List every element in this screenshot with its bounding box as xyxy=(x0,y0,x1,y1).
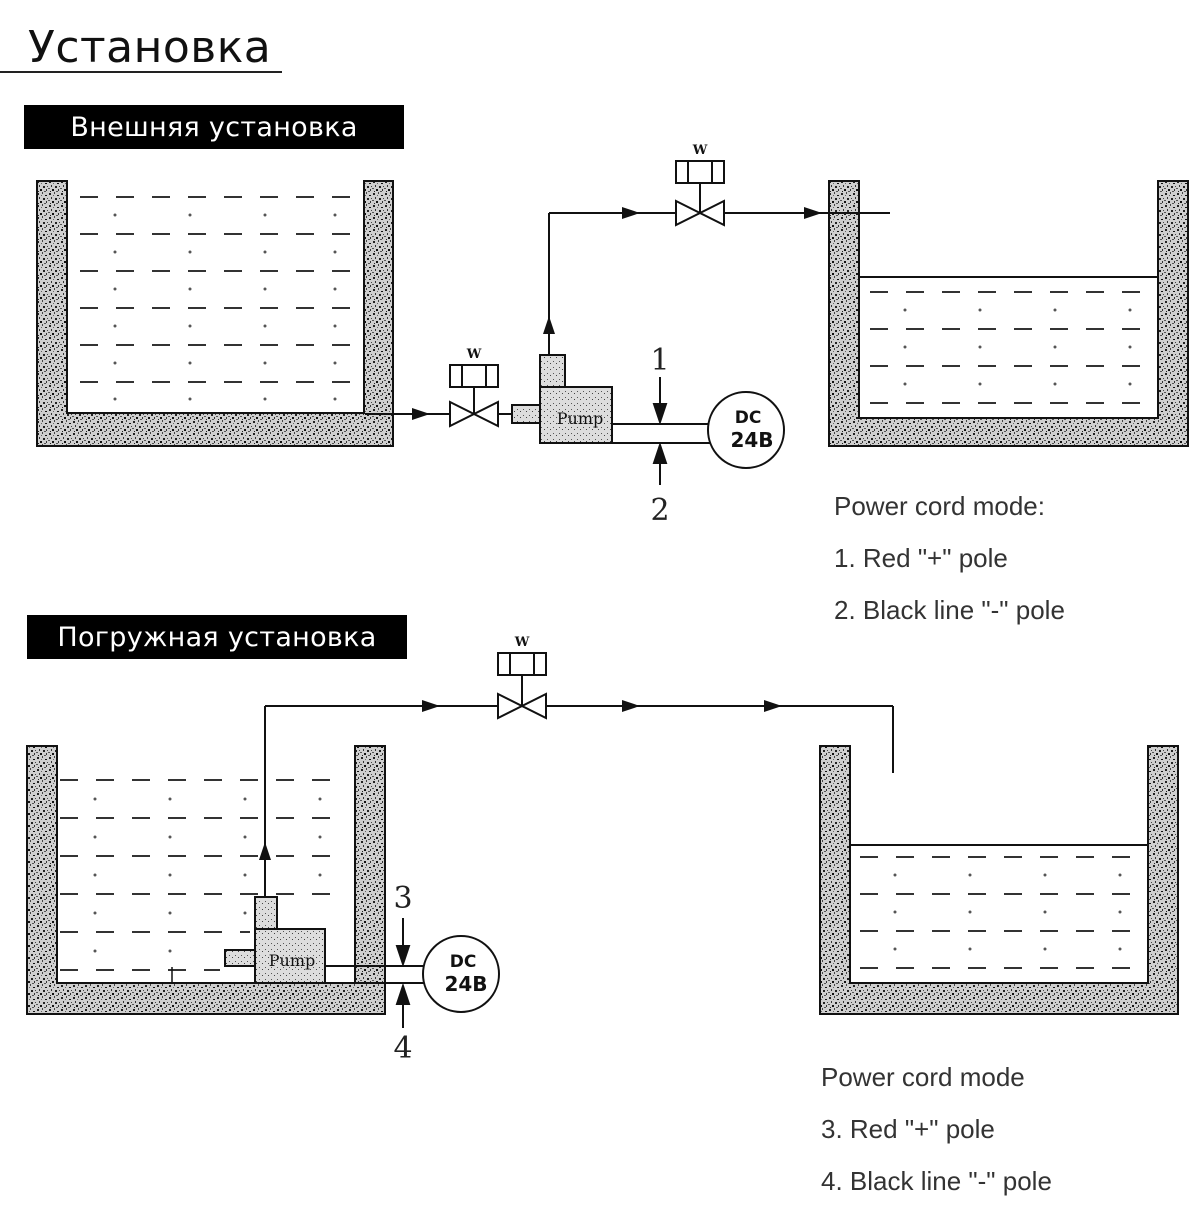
power-cord-notes-submersible: Power cord mode 3. Red "+" pole 4. Black… xyxy=(821,1051,1052,1207)
solenoid-valve-external-outlet: W xyxy=(675,143,725,227)
power-label-dc: DC xyxy=(735,408,762,428)
note-black-pole: 2. Black line "-" pole xyxy=(834,595,1065,625)
pipe-network-external xyxy=(365,212,890,415)
target-tank-external xyxy=(828,180,1189,447)
wire-plus-number: 3 xyxy=(393,881,412,916)
valve-label: W xyxy=(514,635,530,650)
source-tank-external xyxy=(36,180,394,447)
flow-arrows-submersible xyxy=(259,700,782,860)
power-cable-submersible xyxy=(325,918,427,1028)
note-heading: Power cord mode xyxy=(821,1062,1025,1092)
pipe-network-submersible xyxy=(264,705,894,897)
power-label-voltage: 24B xyxy=(444,972,487,996)
source-tank-submersible xyxy=(26,745,386,1015)
wire-minus-number: 4 xyxy=(393,1031,412,1066)
power-supply-submersible: DC 24B xyxy=(422,935,500,1013)
valve-label: W xyxy=(466,347,482,362)
note-black-pole: 4. Black line "-" pole xyxy=(821,1166,1052,1196)
water-lines xyxy=(80,196,355,383)
section-label-submersible: Погружная установка xyxy=(27,615,407,659)
valve-label: W xyxy=(692,143,708,158)
note-red-pole: 1. Red "+" pole xyxy=(834,543,1008,573)
power-cord-notes-external: Power cord mode: 1. Red "+" pole 2. Blac… xyxy=(834,480,1065,636)
power-label-dc: DC xyxy=(450,952,477,972)
power-label-voltage: 24B xyxy=(730,428,773,452)
target-tank-submersible xyxy=(819,745,1179,1015)
pump-external: Pump xyxy=(511,354,613,444)
wire-plus-number: 1 xyxy=(650,343,669,378)
pump-submersible: Pump xyxy=(224,896,326,984)
page-title: Установка xyxy=(28,22,272,73)
title-underline xyxy=(0,71,282,73)
wire-minus-number: 2 xyxy=(650,493,669,528)
pump-label: Pump xyxy=(269,951,315,970)
section-label-external: Внешняя установка xyxy=(24,105,404,149)
power-cable-external xyxy=(612,377,713,485)
solenoid-valve-submersible: W xyxy=(497,635,547,720)
pump-label: Pump xyxy=(557,409,603,428)
note-red-pole: 3. Red "+" pole xyxy=(821,1114,995,1144)
note-heading: Power cord mode: xyxy=(834,491,1045,521)
power-supply-external: DC 24B xyxy=(707,391,785,469)
flow-arrows-external xyxy=(412,207,822,420)
solenoid-valve-external-inlet: W xyxy=(449,347,499,428)
